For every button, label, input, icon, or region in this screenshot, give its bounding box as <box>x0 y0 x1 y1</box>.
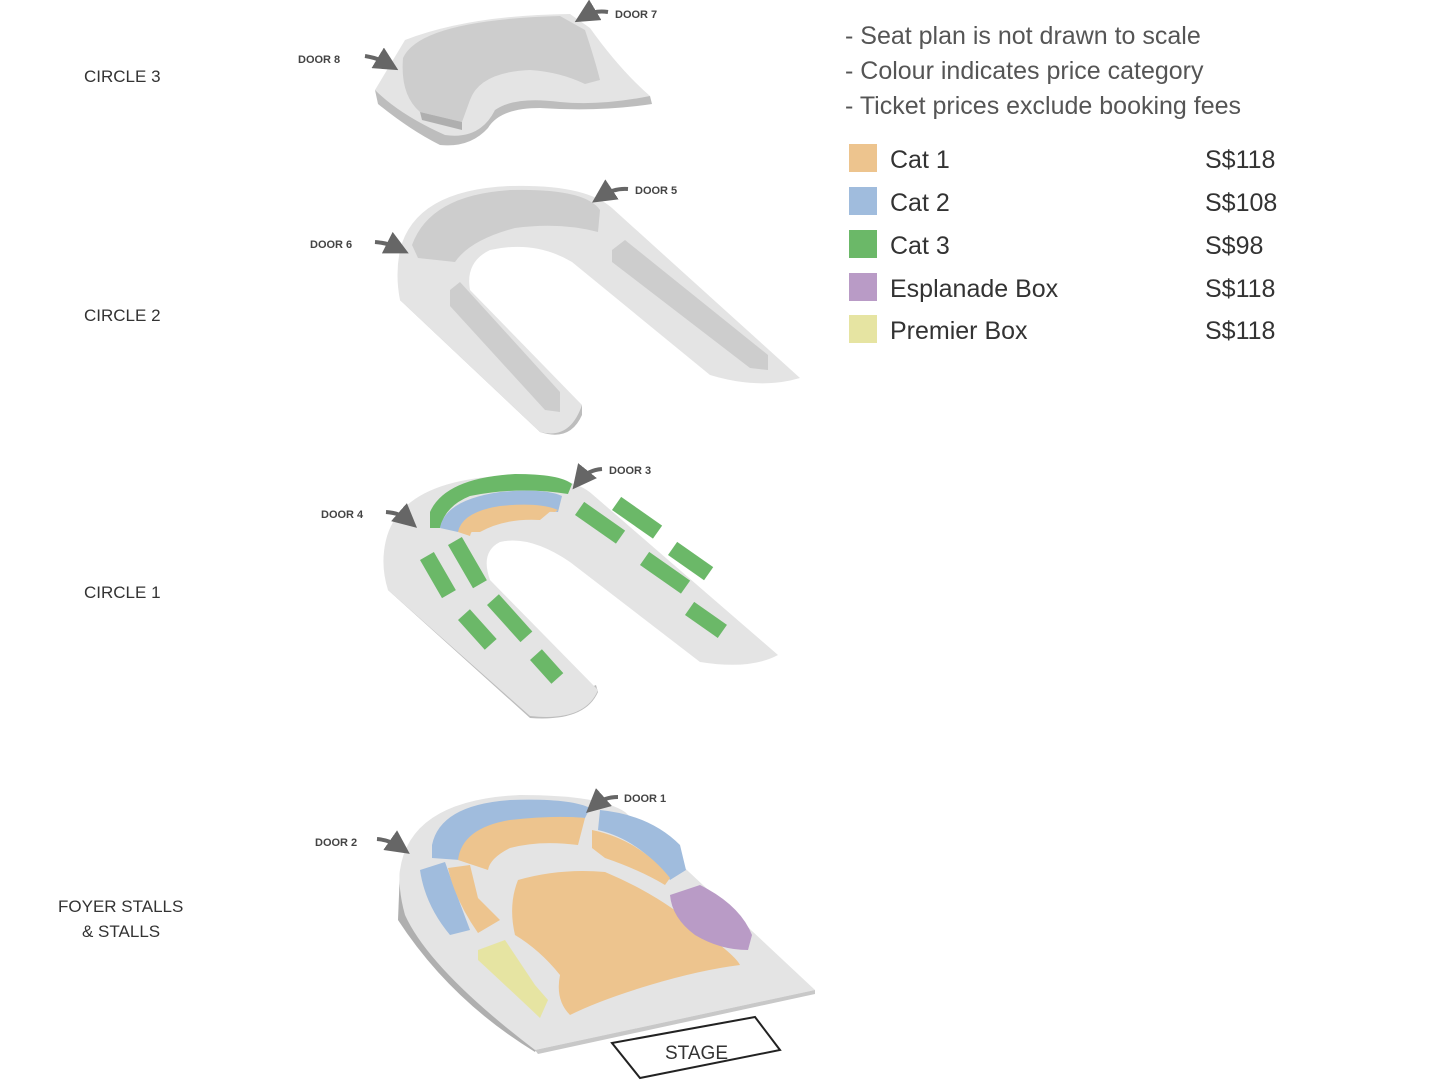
legend-label: Esplanade Box <box>890 275 1059 303</box>
legend-price: S$118 <box>1205 317 1275 345</box>
legend-swatch <box>849 273 877 301</box>
door-8-label: DOOR 8 <box>298 54 340 66</box>
door-1-arrow-icon <box>586 788 619 813</box>
legend-item-cat-1: Cat 1 S$118 <box>849 144 1275 174</box>
door-7-label: DOOR 7 <box>615 9 657 21</box>
note-scale: - Seat plan is not drawn to scale <box>845 22 1201 50</box>
level-label-circle-2: CIRCLE 2 <box>84 306 161 325</box>
legend-item-cat-3: Cat 3 S$98 <box>849 230 1263 260</box>
level-label-circle-3: CIRCLE 3 <box>84 67 161 86</box>
circle-1-floor <box>383 475 778 719</box>
legend-price: S$108 <box>1205 189 1277 217</box>
legend-label: Cat 3 <box>890 232 950 260</box>
legend: Cat 1 S$118 Cat 2 S$108 Cat 3 S$98 Espla… <box>849 144 1277 345</box>
circle-1-seating <box>420 474 727 684</box>
legend-item-premier-box: Premier Box S$118 <box>849 315 1275 345</box>
door-7-arrow-icon <box>574 0 609 23</box>
note-fees: - Ticket prices exclude booking fees <box>845 92 1241 120</box>
legend-item-esplanade-box: Esplanade Box S$118 <box>849 273 1275 303</box>
legend-label: Cat 2 <box>890 189 950 217</box>
legend-item-cat-2: Cat 2 S$108 <box>849 187 1277 217</box>
level-label-circle-1: CIRCLE 1 <box>84 583 161 602</box>
legend-price: S$98 <box>1205 232 1263 260</box>
door-3-label: DOOR 3 <box>609 465 651 477</box>
door-8-arrow-icon <box>364 47 399 71</box>
level-label-stalls: & STALLS <box>82 922 160 941</box>
legend-label: Cat 1 <box>890 146 950 174</box>
legend-label: Premier Box <box>890 317 1028 345</box>
door-5-arrow-icon <box>592 179 629 203</box>
stalls-seating <box>420 799 752 1018</box>
door-3-arrow-icon <box>572 463 603 490</box>
door-6-label: DOOR 6 <box>310 239 352 251</box>
circle-2-floor <box>397 185 800 435</box>
door-5-label: DOOR 5 <box>635 185 677 197</box>
door-4-label: DOOR 4 <box>321 509 364 521</box>
circle-3-floor <box>375 14 652 146</box>
stage: STAGE <box>610 1015 782 1080</box>
door-4-arrow-icon <box>385 503 418 528</box>
door-1-label: DOOR 1 <box>624 793 666 805</box>
door-2-label: DOOR 2 <box>315 837 357 849</box>
legend-price: S$118 <box>1205 146 1275 174</box>
door-2-arrow-icon <box>376 830 410 854</box>
legend-swatch <box>849 144 877 172</box>
legend-price: S$118 <box>1205 275 1275 303</box>
legend-swatch <box>849 187 877 215</box>
legend-swatch <box>849 315 877 343</box>
note-colour: - Colour indicates price category <box>845 57 1204 85</box>
door-6-arrow-icon <box>374 231 409 254</box>
legend-swatch <box>849 230 877 258</box>
level-label-foyer-stalls: FOYER STALLS <box>58 897 183 916</box>
stage-label: STAGE <box>665 1043 728 1064</box>
